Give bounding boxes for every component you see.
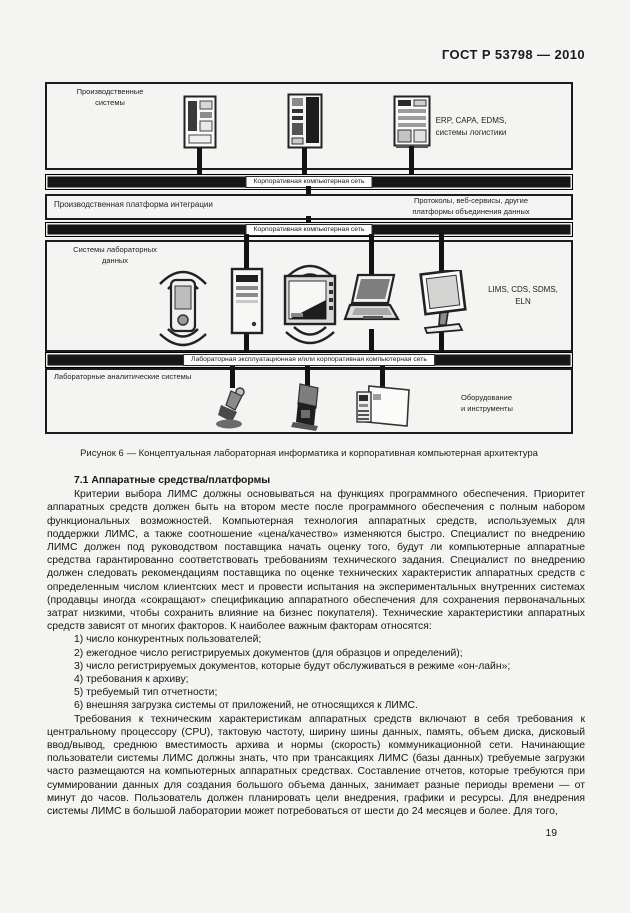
network-bar: Лабораторная эксплуатационная и/или корп… [45, 352, 573, 368]
network-bar: Корпоративная компьютерная сеть [45, 174, 573, 190]
protocols-web-services-label: Протоколы, веб-сервисы, другие платформы… [412, 196, 530, 216]
analyzer-icon [353, 382, 417, 437]
production-systems-label: Производственные системы [76, 87, 144, 107]
paragraph: Требования к техническим характеристикам… [47, 713, 585, 818]
network-link [369, 234, 374, 274]
section-heading: 7.1 Аппаратные средства/платформы [74, 475, 271, 486]
network-link [305, 366, 310, 388]
document-number: ГОСТ Р 53798 — 2010 [441, 47, 585, 62]
paragraph: Критерии выбора ЛИМС должны основываться… [47, 489, 585, 633]
production-systems-box [45, 82, 573, 170]
erp-capa-edms-label: ERP, CAPA, EDMS, системы логистики [435, 116, 507, 137]
lab-data-systems-label: Системы лабораторных данных [73, 245, 157, 265]
lab-analytical-systems-label: Лабораторные аналитические системы [54, 372, 192, 381]
network-link [197, 148, 202, 174]
network-link [302, 148, 307, 174]
network-link [409, 146, 414, 174]
server-icon [287, 93, 323, 155]
desktop-tower-icon [230, 267, 264, 340]
network-link [306, 216, 311, 224]
figure-6-diagram: Производственные системы ERP, CAPA, EDMS… [45, 82, 573, 434]
network-link [439, 234, 444, 272]
list-item: 3) число регистрируемых документов, кото… [74, 660, 511, 672]
network-bar-label: Корпоративная компьютерная сеть [245, 223, 373, 236]
body-text: 7.1 Аппаратные средства/платформы Критер… [47, 474, 585, 840]
network-bar-label: Лабораторная эксплуатационная и/или корп… [183, 354, 435, 366]
equipment-instruments-label: Оборудование и инструменты [461, 393, 513, 413]
list-item: 2) ежегодное число регистрируемых докуме… [74, 647, 463, 659]
lab-data-systems-box [45, 240, 573, 352]
pda-icon [168, 278, 198, 339]
monitor-icon [415, 268, 469, 339]
server-icon [183, 95, 217, 155]
list-item: 6) внешняя загрузка системы от приложени… [74, 700, 418, 712]
laptop-icon [343, 272, 401, 335]
network-link [244, 332, 249, 352]
figure-caption: Рисунок 6 — Концептуальная лабораторная … [80, 448, 538, 459]
network-link [380, 366, 385, 388]
integration-platform-label: Производственная платформа интеграции [54, 200, 213, 209]
sample-prep-icon [288, 382, 328, 437]
server-icon [393, 95, 431, 155]
list-item: 5) требуемый тип отчетности; [74, 687, 218, 699]
network-link [244, 234, 249, 269]
touchscreen-icon [283, 274, 337, 331]
list-item: 1) число конкурентных пользователей; [74, 634, 262, 646]
network-link [369, 329, 374, 352]
network-bar: Корпоративная компьютерная сеть [45, 222, 573, 237]
microscope-icon [211, 384, 255, 435]
page-number: 19 [545, 828, 557, 840]
lims-cds-sdms-label: LIMS, CDS, SDMS, ELN [488, 285, 558, 306]
list-item: 4) требования к архиву; [74, 674, 189, 686]
network-link [306, 186, 311, 196]
network-link [439, 332, 444, 352]
network-link [230, 366, 235, 388]
